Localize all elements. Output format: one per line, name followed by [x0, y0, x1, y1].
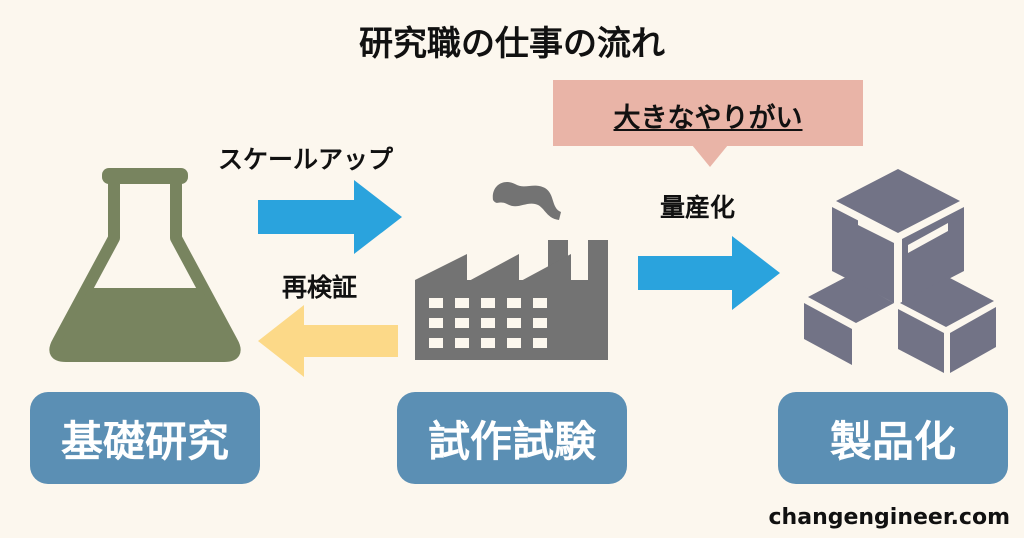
mass-production-arrow — [638, 236, 780, 310]
factory-icon — [415, 181, 608, 360]
reverify-arrow — [258, 305, 398, 377]
boxes-icon — [804, 169, 996, 373]
flask-icon — [49, 168, 241, 362]
stage-productization: 製品化 — [778, 392, 1008, 484]
stage-basic-research: 基礎研究 — [30, 392, 260, 484]
page-title: 研究職の仕事の流れ — [359, 24, 665, 64]
scale-up-arrow — [258, 180, 402, 254]
callout-text: 大きなやりがい — [613, 103, 803, 134]
mass-production-label: 量産化 — [660, 193, 736, 222]
site-url: changengineer.com — [768, 505, 1010, 530]
callout-box — [553, 80, 863, 146]
stage-prototype-test: 試作試験 — [397, 392, 627, 484]
scale-up-label: スケールアップ — [218, 145, 394, 174]
reverify-label: 再検証 — [282, 273, 358, 302]
callout-tail — [692, 145, 728, 167]
